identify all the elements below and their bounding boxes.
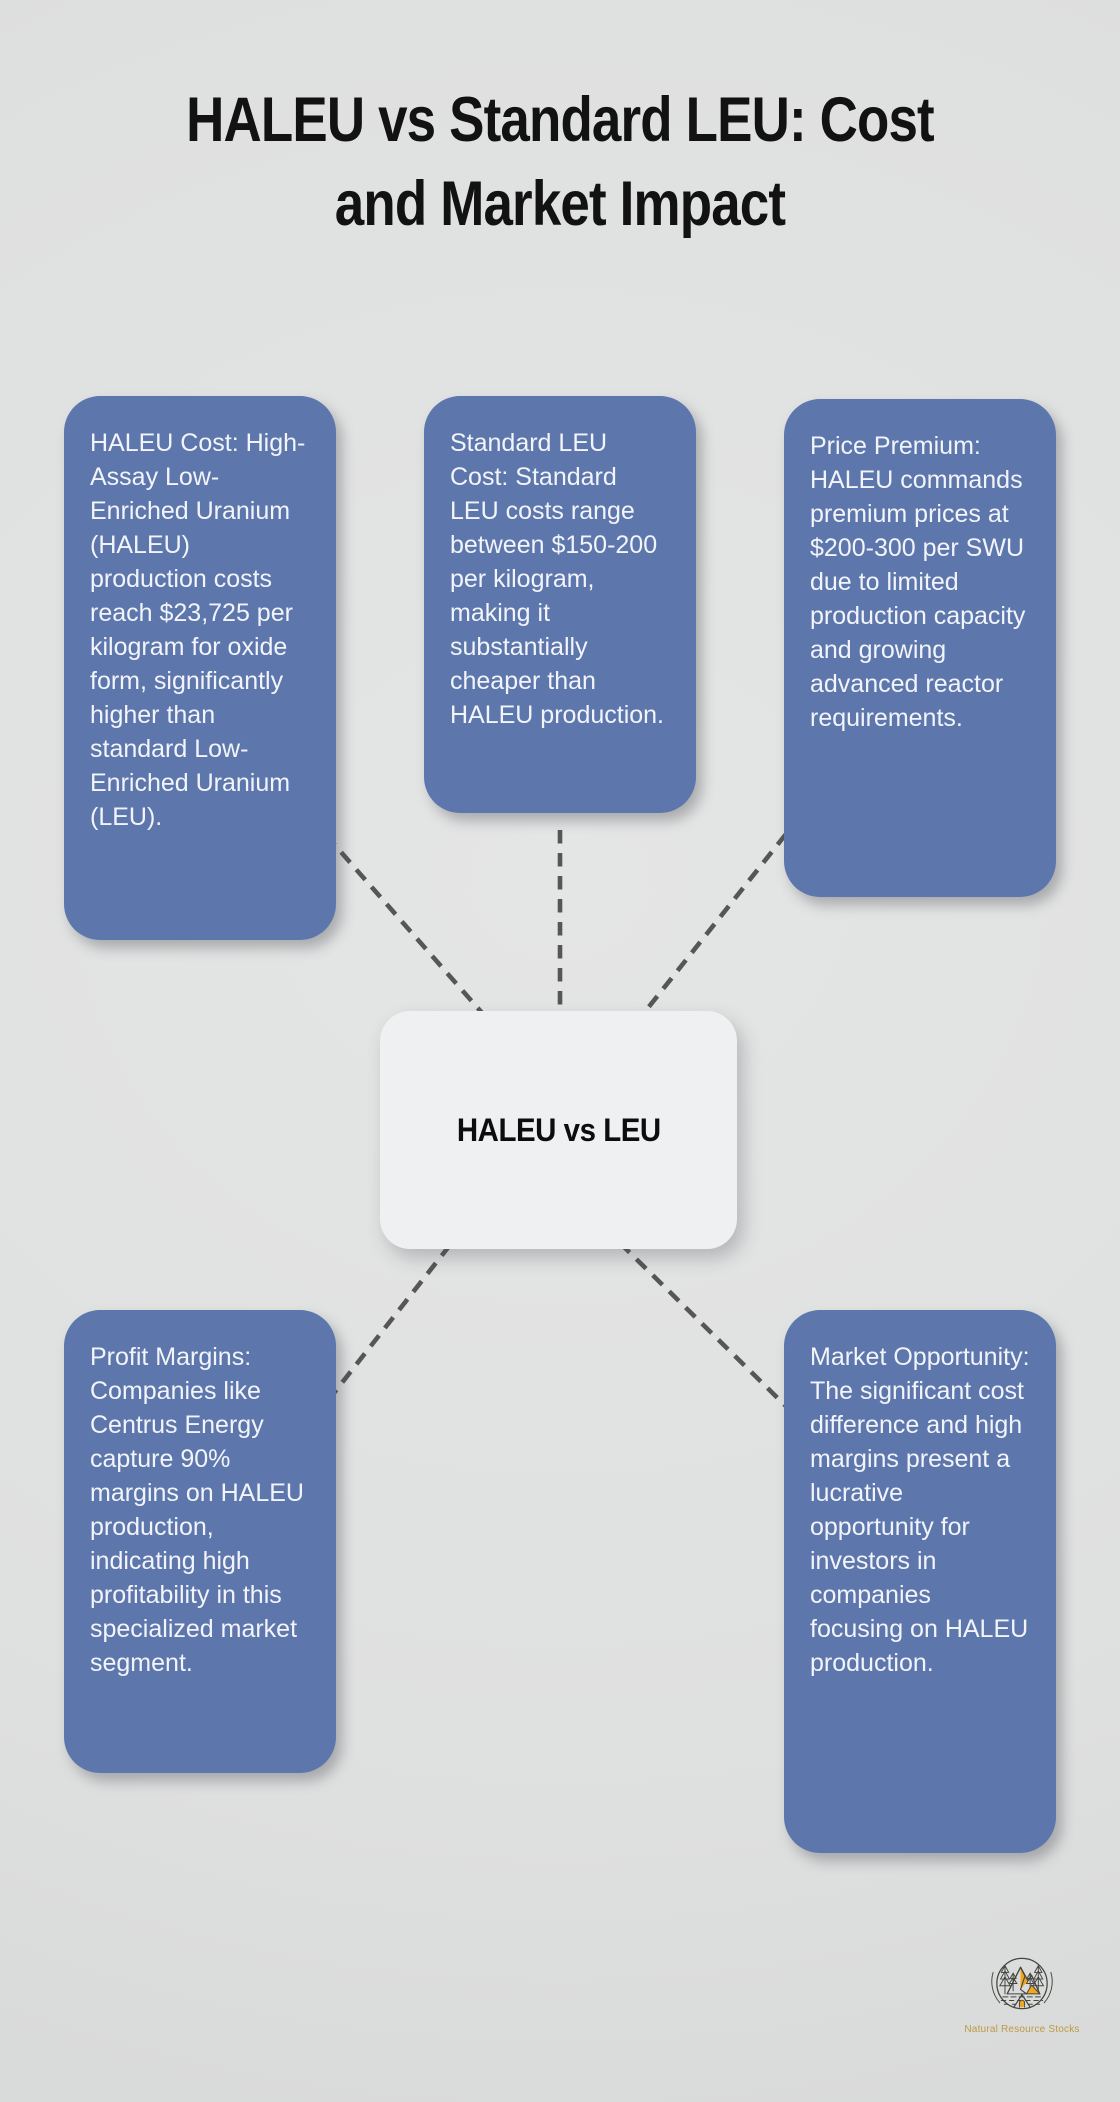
node-price-premium: Price Premium: HALEU commands premium pr… (784, 399, 1056, 897)
logo-mountains (1006, 1966, 1041, 1995)
page-title: HALEU vs Standard LEU: Cost and Market I… (90, 78, 1031, 246)
node-profit-margins-text: Profit Margins: Companies like Centrus E… (90, 1343, 304, 1677)
page-title-line2: and Market Impact (334, 169, 786, 239)
center-node: HALEU vs LEU (380, 1011, 737, 1249)
connector-profit-margins (328, 1243, 452, 1400)
logo-circle (996, 1957, 1048, 2010)
brand-label: Natural Resource Stocks (964, 2024, 1080, 2035)
node-market-opportunity-text: Market Opportunity: The significant cost… (810, 1343, 1030, 1677)
connector-market-opportunity (618, 1241, 802, 1422)
node-price-premium-text: Price Premium: HALEU commands premium pr… (810, 432, 1026, 732)
node-profit-margins: Profit Margins: Companies like Centrus E… (64, 1310, 336, 1773)
connector-price-premium (638, 832, 788, 1020)
node-standard-leu-cost-text: Standard LEU Cost: Standard LEU costs ra… (450, 429, 665, 729)
node-standard-leu-cost: Standard LEU Cost: Standard LEU costs ra… (424, 396, 696, 813)
page-title-line1: HALEU vs Standard LEU: Cost (186, 85, 935, 155)
logo-side-arc-left (991, 1971, 1001, 2004)
natural-resource-stocks-logo-icon (991, 1957, 1053, 2010)
logo-side-arc-right (1043, 1971, 1053, 2004)
node-market-opportunity: Market Opportunity: The significant cost… (784, 1310, 1056, 1853)
node-haleu-cost-text: HALEU Cost: High-Assay Low-Enriched Uran… (90, 429, 306, 831)
center-node-label: HALEU vs LEU (456, 1111, 661, 1148)
logo-tent (1013, 1993, 1031, 2008)
node-haleu-cost: HALEU Cost: High-Assay Low-Enriched Uran… (64, 396, 336, 940)
connector-haleu-cost (324, 833, 492, 1024)
brand-block: Natural Resource Stocks (942, 1948, 1102, 2035)
